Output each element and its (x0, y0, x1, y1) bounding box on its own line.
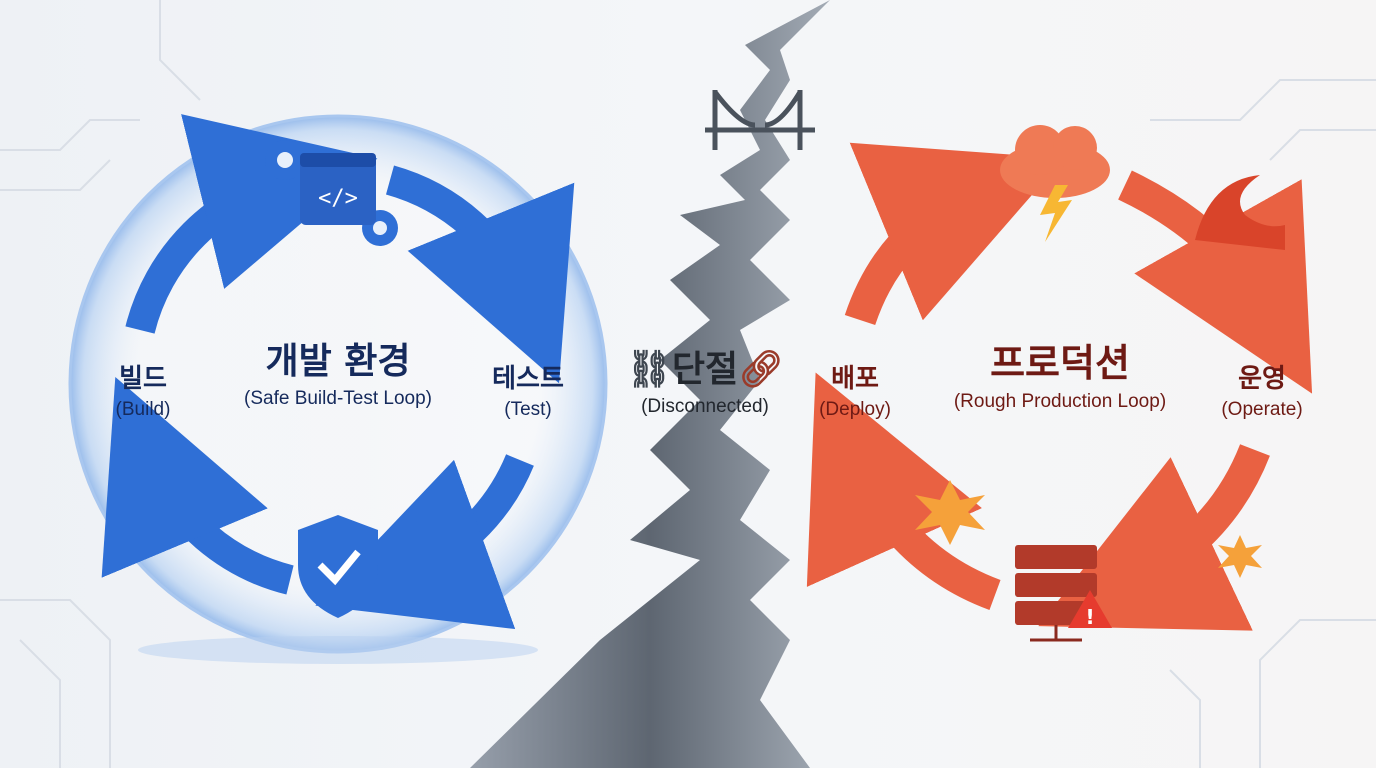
build-label: 빌드 (Build) (116, 358, 171, 421)
prod-title: 프로덕션 (Rough Production Loop) (954, 332, 1166, 413)
crack-chasm (470, 0, 830, 768)
test-label-ko: 테스트 (492, 364, 564, 394)
test-label-en: (Test) (504, 399, 552, 420)
disconnected-label: ⛓단절🔗︎ (Disconnected) (626, 340, 784, 418)
shield-check-icon (298, 515, 378, 618)
storm-cloud-icon (1000, 125, 1110, 242)
code-window-icon: </> (300, 153, 376, 225)
gear-icon (265, 140, 305, 180)
wave-icon (1195, 175, 1285, 250)
disconnected-label-en: (Disconnected) (641, 396, 769, 417)
deploy-label-ko: 배포 (831, 364, 879, 394)
prod-loop-arrows (806, 142, 1313, 631)
svg-text:</>: </> (318, 186, 358, 211)
dev-title-en: (Safe Build-Test Loop) (244, 388, 432, 409)
deploy-label: 배포 (Deploy) (819, 358, 891, 421)
test-label: 테스트 (Test) (492, 358, 564, 421)
server-warning-icon: ! (1015, 545, 1112, 642)
dev-title: 개발 환경 (Safe Build-Test Loop) (244, 332, 432, 410)
deploy-label-en: (Deploy) (819, 399, 891, 420)
broken-link-icon: ⛓ (626, 349, 672, 390)
operate-label-en: (Operate) (1221, 399, 1303, 420)
disconnected-label-ko: 단절 (671, 349, 739, 390)
prod-title-en: (Rough Production Loop) (953, 391, 1167, 412)
prod-title-ko: 프로덕션 (990, 341, 1130, 385)
build-label-en: (Build) (115, 399, 171, 420)
explosion-icon (1218, 535, 1262, 578)
build-label-ko: 빌드 (119, 364, 167, 394)
explosion-icon (915, 480, 985, 545)
svg-text:!: ! (1085, 605, 1094, 629)
operate-label: 운영 (Operate) (1221, 358, 1302, 421)
operate-label-ko: 운영 (1238, 364, 1286, 394)
link-icon: 🔗︎ (738, 349, 784, 390)
broken-bridge-icon (705, 90, 815, 150)
dev-title-ko: 개발 환경 (265, 341, 411, 382)
dev-loop-arrows (101, 114, 575, 630)
